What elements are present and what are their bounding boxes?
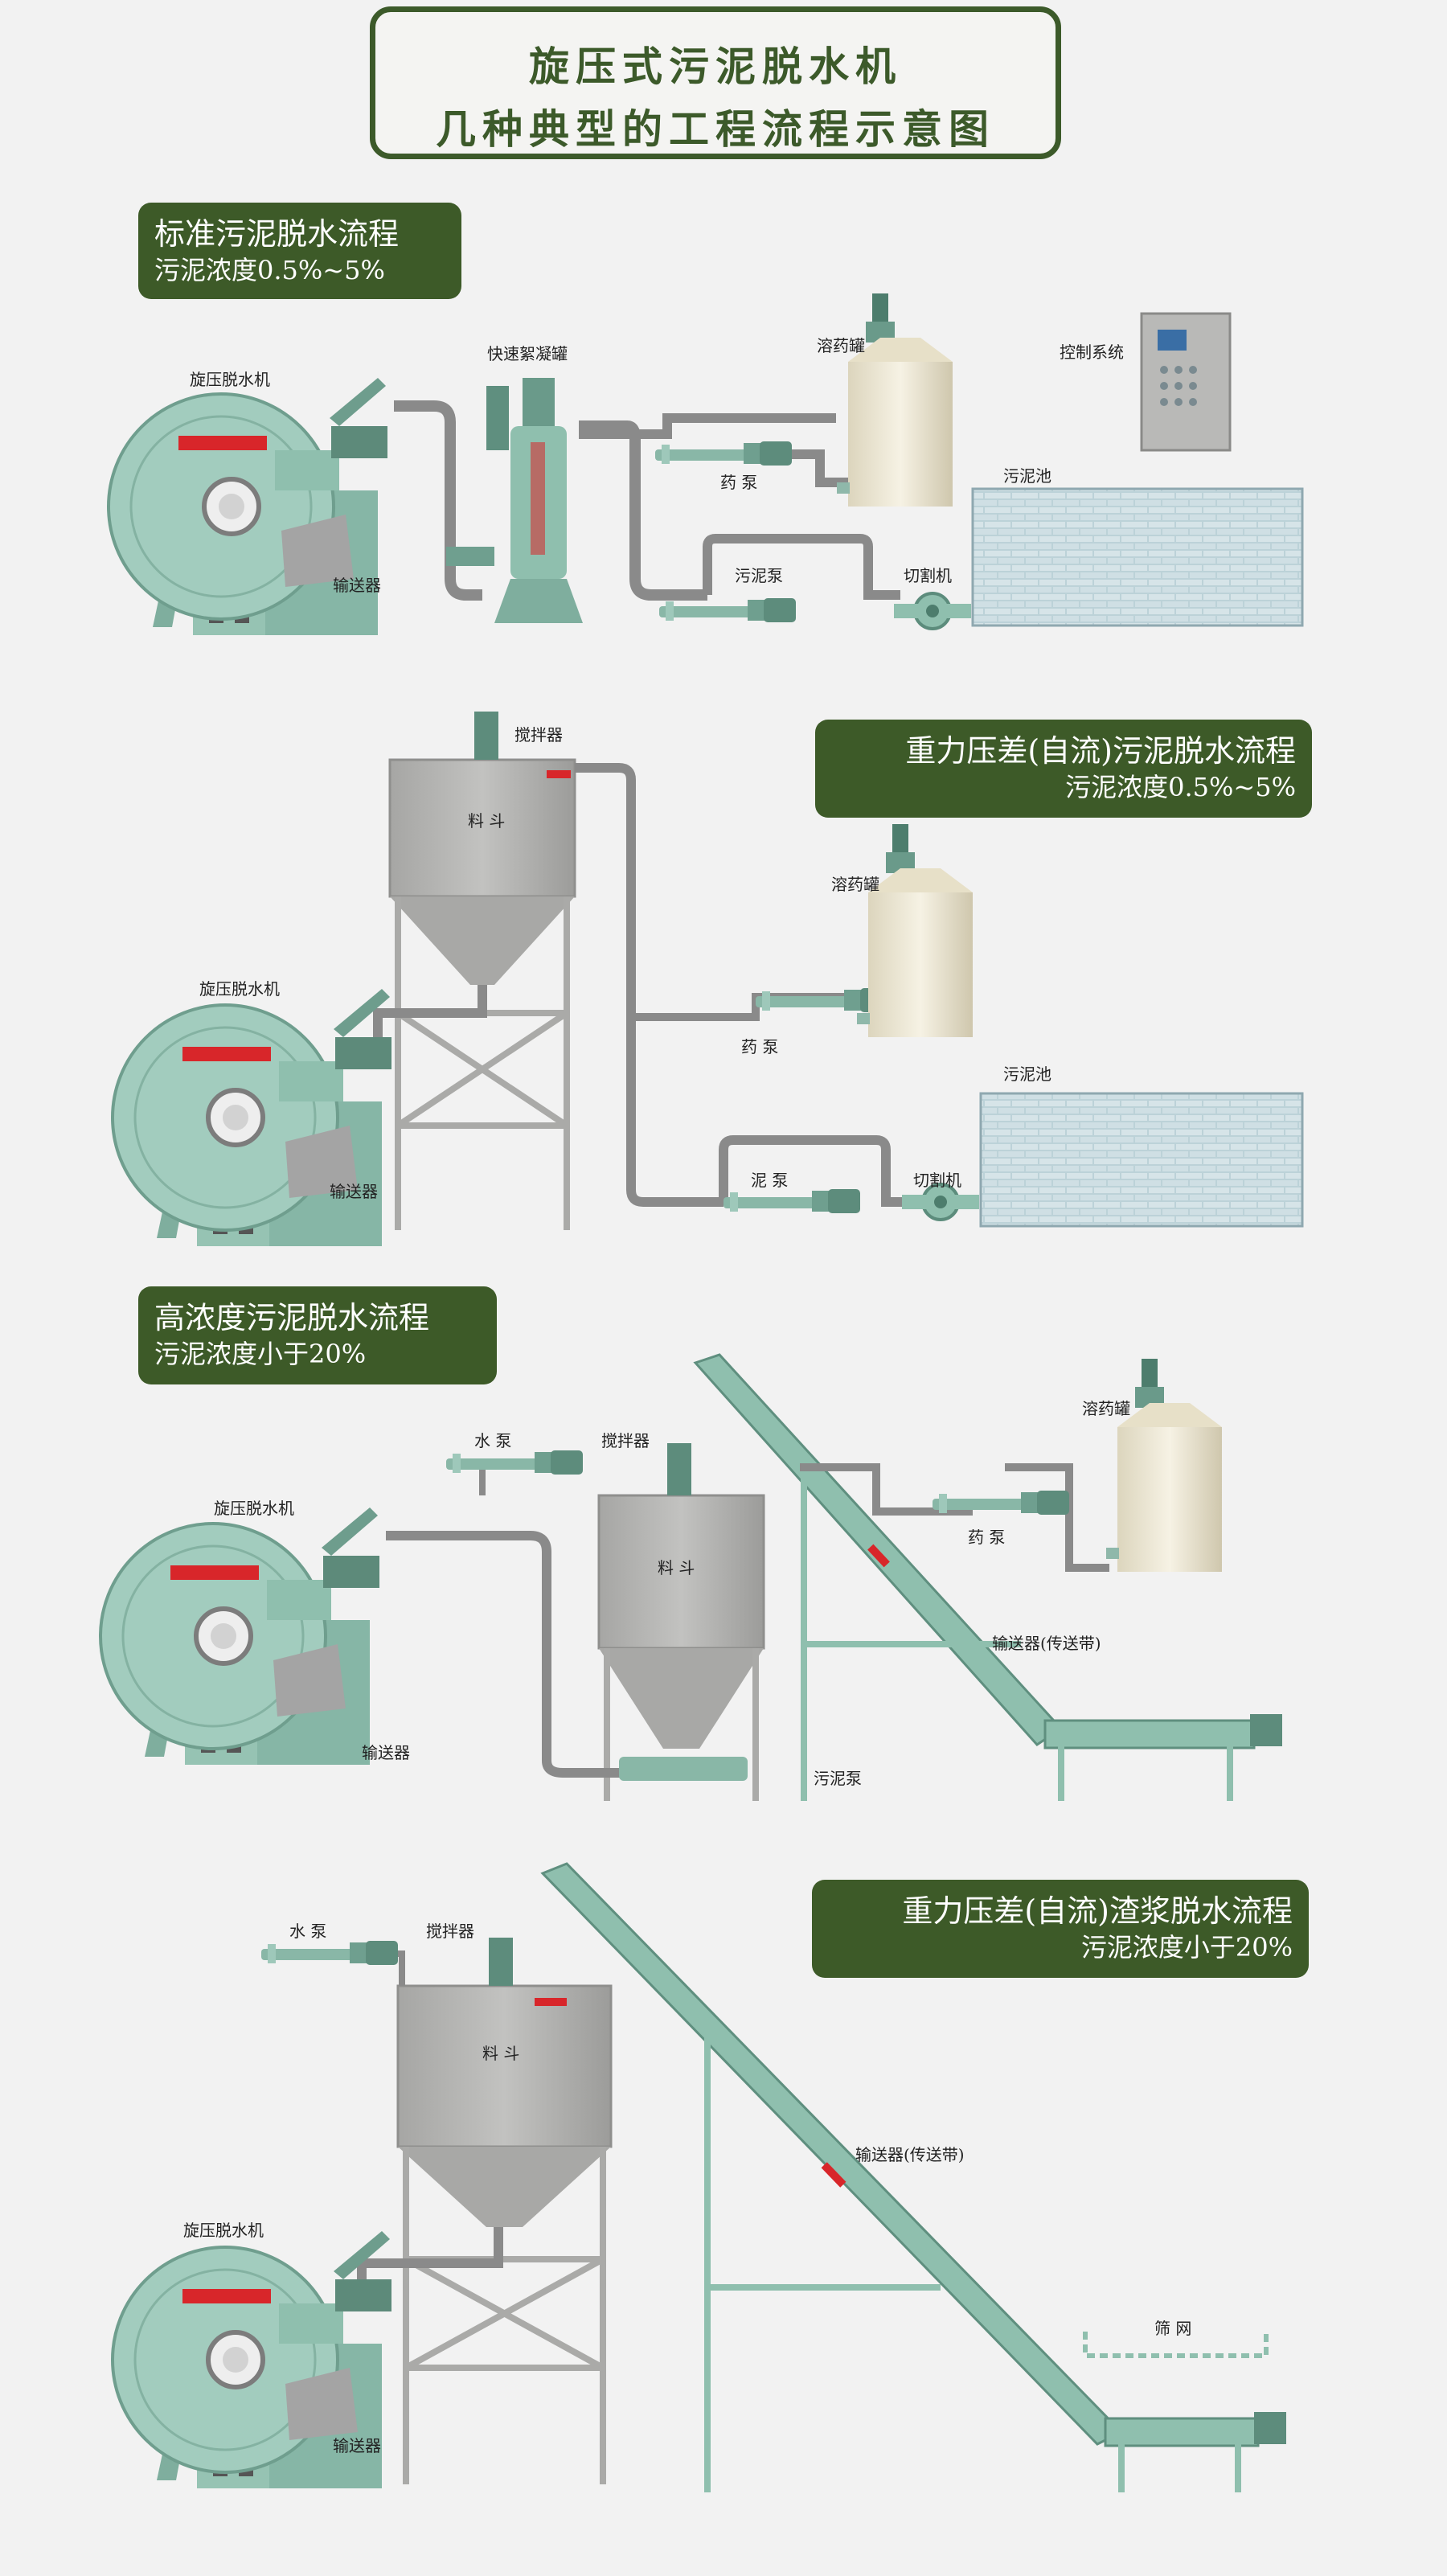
s4-label-screen: 筛 网	[1154, 2319, 1192, 2338]
s2-label-dosing-pump: 药 泵	[741, 1037, 779, 1056]
s4-label-water-pump: 水 泵	[289, 1922, 327, 1941]
s1-label-dosing-pump: 药 泵	[720, 473, 758, 492]
section1-subtitle: 污泥浓度0.5%~5%	[154, 255, 385, 285]
s1-label-cutter: 切割机	[904, 566, 952, 585]
section3-subtitle: 污泥浓度小于20%	[154, 1339, 367, 1369]
s2-label-mixer: 搅拌器	[514, 725, 563, 744]
s2-label-dosing-tank: 溶药罐	[831, 875, 879, 894]
section4-header: 重力压差(自流)渣浆脱水流程 污泥浓度小于20%	[812, 1880, 1309, 1978]
s4-label-belt-conveyor: 输送器(传送带)	[855, 2145, 965, 2164]
section4-drawing	[113, 1862, 1286, 2492]
section3-drawing	[100, 1353, 1282, 1801]
s1-label-sludge-pump: 污泥泵	[735, 566, 783, 585]
s4-label-mixer: 搅拌器	[426, 1922, 474, 1941]
s4-label-dewatering-machine: 旋压脱水机	[183, 2221, 264, 2240]
s1-label-dosing-tank: 溶药罐	[817, 336, 865, 355]
s1-label-dewatering-machine: 旋压脱水机	[190, 370, 270, 389]
s4-label-conveyor: 输送器	[333, 2436, 381, 2455]
s2-label-cutter: 切割机	[913, 1171, 961, 1190]
main-title: 旋压式污泥脱水机 几种典型的工程流程示意图	[370, 6, 1061, 159]
s3-label-mixer: 搅拌器	[601, 1431, 650, 1450]
s2-label-conveyor: 输送器	[330, 1182, 378, 1201]
s3-label-dewatering-machine: 旋压脱水机	[214, 1499, 294, 1518]
section4-title: 重力压差(自流)渣浆脱水流程	[902, 1893, 1293, 1929]
section4-subtitle: 污泥浓度小于20%	[1080, 1932, 1293, 1963]
section1-drawing	[109, 293, 1304, 635]
section1-header: 标准污泥脱水流程 污泥浓度0.5%~5%	[138, 203, 461, 299]
s1-label-conveyor: 输送器	[333, 576, 381, 595]
s1-label-flocculation-tank: 快速絮凝罐	[487, 344, 568, 363]
s3-label-dosing-tank: 溶药罐	[1082, 1399, 1130, 1418]
s3-label-sludge-pump: 污泥泵	[814, 1769, 862, 1788]
s1-label-control-system: 控制系统	[1060, 343, 1124, 362]
s3-label-water-pump: 水 泵	[474, 1431, 512, 1450]
s1-label-sludge-tank: 污泥池	[1003, 466, 1051, 486]
title-line-1: 旋压式污泥脱水机	[529, 43, 902, 90]
title-line-2: 几种典型的工程流程示意图	[436, 106, 995, 153]
s3-label-belt-conveyor: 输送器(传送带)	[992, 1634, 1101, 1653]
section2-subtitle: 污泥浓度0.5%~5%	[1065, 772, 1296, 802]
section3-title: 高浓度污泥脱水流程	[154, 1300, 430, 1335]
s3-label-dosing-pump: 药 泵	[968, 1528, 1006, 1547]
s2-label-hopper: 料 斗	[468, 811, 506, 831]
section3-header: 高浓度污泥脱水流程 污泥浓度小于20%	[138, 1286, 497, 1384]
section2-header: 重力压差(自流)污泥脱水流程 污泥浓度0.5%~5%	[815, 720, 1312, 818]
s2-label-sludge-tank: 污泥池	[1003, 1064, 1051, 1084]
section1-title: 标准污泥脱水流程	[154, 216, 400, 252]
s3-label-hopper: 料 斗	[658, 1558, 695, 1577]
s2-label-dewatering-machine: 旋压脱水机	[199, 979, 280, 999]
section2-title: 重力压差(自流)污泥脱水流程	[905, 733, 1296, 769]
s2-label-sludge-pump: 泥 泵	[751, 1171, 789, 1190]
s4-label-hopper: 料 斗	[482, 2044, 520, 2063]
s3-label-conveyor: 输送器	[362, 1743, 410, 1762]
section2-drawing	[113, 712, 1304, 1246]
